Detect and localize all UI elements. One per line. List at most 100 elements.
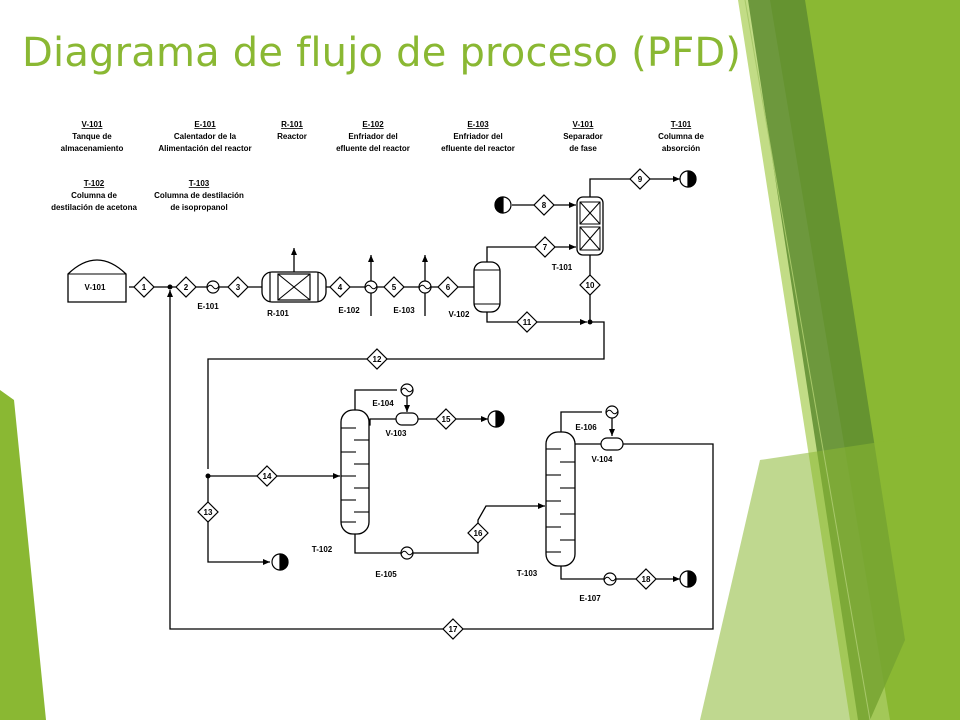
stream-tag[interactable]: 1: [133, 276, 155, 298]
t102-overhead: [354, 389, 397, 410]
column-label: T-101: [552, 263, 573, 272]
heater-label: E-101: [197, 302, 219, 311]
column-t102[interactable]: T-102: [312, 409, 370, 554]
stream-number: 15: [442, 415, 451, 424]
stream-number: 3: [236, 283, 241, 292]
stream-number: 6: [446, 283, 451, 292]
legend-tag: V-101: [573, 120, 594, 129]
stream-tag[interactable]: 3: [227, 276, 249, 298]
stream-tag[interactable]: 11: [516, 311, 538, 333]
legend-tag: T-101: [671, 120, 692, 129]
legend-item: T-102 Columna de destilación de acetona: [51, 179, 137, 212]
stream-7-line: [486, 244, 576, 262]
tank-label: V-101: [85, 283, 106, 292]
legend-desc: Tanque de: [72, 132, 112, 141]
stream-tag[interactable]: 7: [534, 236, 556, 258]
process-lines: [129, 176, 714, 630]
column-t103[interactable]: T-103: [517, 431, 576, 578]
mixer-junction: [167, 284, 173, 290]
accent-band-lower: [700, 430, 960, 720]
column-label: T-103: [517, 569, 538, 578]
stream-tag[interactable]: 14: [256, 465, 278, 487]
legend-item: V-101 Tanque de almacenamiento: [61, 120, 124, 153]
stream-tags: 1 2 3 4 5 6 7 8: [133, 168, 657, 640]
stream-number: 11: [523, 318, 532, 327]
legend-item: E-103 Enfriador del efluente del reactor: [441, 120, 515, 153]
stream-17-line: [167, 290, 714, 630]
t102-bottoms: [354, 534, 401, 554]
stream-12-line: [207, 321, 605, 469]
column-t101[interactable]: T-101: [552, 196, 604, 272]
stream-tag[interactable]: 18: [635, 568, 657, 590]
reboiler-e105[interactable]: E-105: [375, 546, 414, 579]
separator-label: V-102: [449, 310, 470, 319]
stream-tag[interactable]: 2: [175, 276, 197, 298]
reactor-r101[interactable]: R-101: [261, 248, 327, 318]
stream-number: 1: [142, 283, 147, 292]
heater-e101[interactable]: E-101: [197, 280, 220, 311]
stream-tag[interactable]: 13: [197, 501, 219, 523]
accent-line: [744, 0, 871, 720]
stream-terminal-13[interactable]: [271, 553, 289, 571]
legend-desc: almacenamiento: [61, 144, 124, 153]
reboiler-e107[interactable]: E-107: [579, 572, 617, 603]
legend-desc: de isopropanol: [170, 203, 227, 212]
stream-tag[interactable]: 15: [435, 408, 457, 430]
separator-v102[interactable]: V-102: [449, 261, 501, 319]
cooler-label: E-102: [338, 306, 360, 315]
stream-tag[interactable]: 6: [437, 276, 459, 298]
slide-title: Diagrama de flujo de proceso (PFD): [22, 30, 742, 76]
legend-tag: E-102: [362, 120, 384, 129]
reflux-drum-v103[interactable]: V-103: [386, 412, 419, 438]
stream-terminal-9[interactable]: [679, 170, 697, 188]
cooler-e103[interactable]: E-103: [393, 280, 432, 315]
stream-tag[interactable]: 8: [533, 194, 555, 216]
legend-desc: Reactor: [277, 132, 307, 141]
legend-desc: Columna de: [658, 132, 704, 141]
stream-13-line: [207, 476, 270, 565]
condenser-label: E-106: [575, 423, 597, 432]
stream-tag[interactable]: 9: [629, 168, 651, 190]
stream-terminal-15[interactable]: [487, 410, 505, 428]
stream-tag[interactable]: 16: [467, 522, 489, 544]
stream-16-line: [413, 503, 545, 554]
stream-tag[interactable]: 5: [383, 276, 405, 298]
reactor-label: R-101: [267, 309, 289, 318]
stream-number: 12: [373, 355, 382, 364]
stream-number: 17: [449, 625, 458, 634]
stream-number: 16: [474, 529, 483, 538]
reflux-drum-v104[interactable]: V-104: [592, 437, 624, 464]
stream-number: 5: [392, 283, 397, 292]
condenser-e106[interactable]: E-106: [575, 405, 619, 432]
legend-item: V-101 Separador de fase: [563, 120, 603, 153]
stream-tag[interactable]: 17: [442, 618, 464, 640]
legend-item: T-101 Columna de absorción: [658, 120, 704, 153]
legend-desc: Enfriador del: [453, 132, 502, 141]
stream-number: 14: [263, 472, 272, 481]
stream-terminal-18[interactable]: [679, 570, 697, 588]
stream-number: 7: [543, 243, 548, 252]
legend-desc: de fase: [569, 144, 597, 153]
reboiler-label: E-107: [579, 594, 601, 603]
legend-item: T-103 Columna de destilación de isopropa…: [154, 179, 244, 212]
legend-item: E-101 Calentador de la Alimentación del …: [158, 120, 251, 153]
stream-tag[interactable]: 10: [579, 274, 601, 296]
legend-desc: Separador: [563, 132, 603, 141]
t103-bottoms: [560, 566, 604, 580]
cooler-e102[interactable]: E-102: [338, 280, 378, 315]
t103-overhead: [560, 411, 602, 432]
cooler-label: E-103: [393, 306, 415, 315]
legend-desc: Calentador de la: [174, 132, 237, 141]
column-trays: [546, 448, 575, 553]
condenser-e104[interactable]: E-104: [372, 383, 414, 408]
stream-tag[interactable]: 12: [366, 348, 388, 370]
stream-number: 10: [586, 281, 595, 290]
stream-number: 8: [542, 201, 547, 210]
stream-terminal-8[interactable]: [494, 196, 512, 214]
tank-v101[interactable]: V-101: [67, 259, 127, 303]
legend-tag: V-101: [82, 120, 103, 129]
stream-number: 4: [338, 283, 343, 292]
stream-tag[interactable]: 4: [329, 276, 351, 298]
